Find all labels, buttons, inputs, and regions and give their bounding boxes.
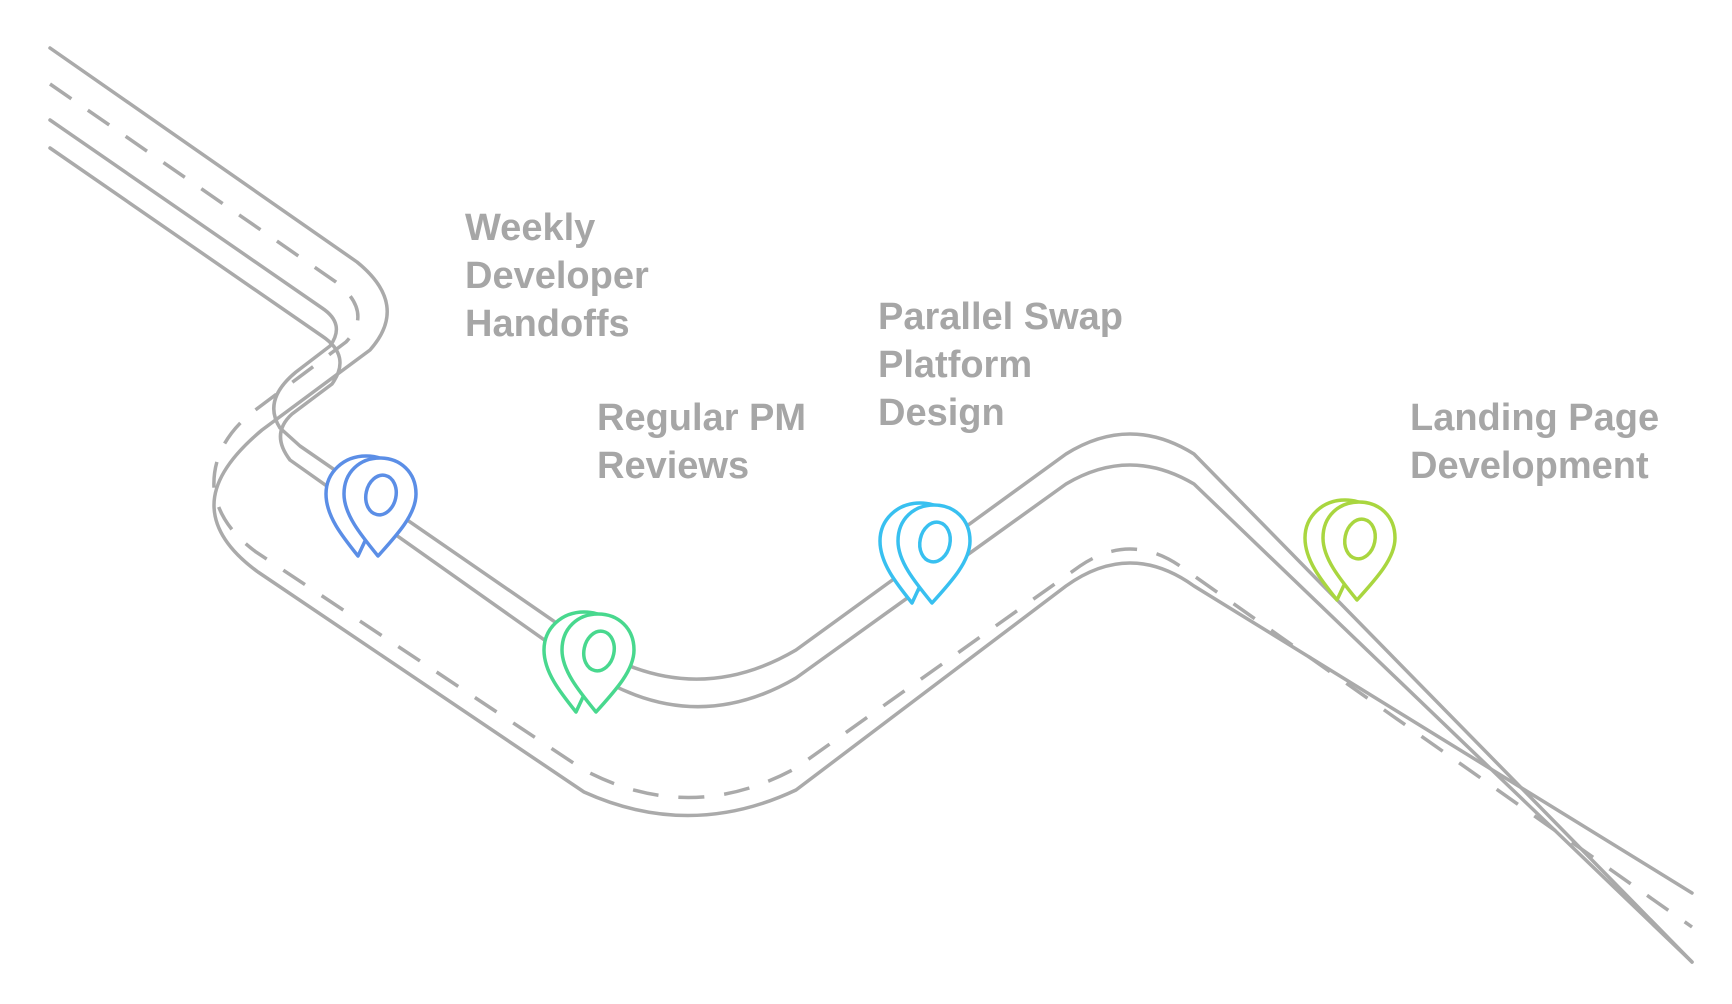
milestone-label-line: Regular PM	[597, 397, 807, 439]
milestone-label-line: Landing Page	[1410, 397, 1660, 439]
map-pin-icon	[324, 454, 418, 558]
map-pin-icon	[878, 501, 972, 605]
milestone-label-line: Platform	[878, 344, 1033, 386]
milestone-label-line: Development	[1410, 445, 1649, 487]
road-edge-top	[48, 46, 1694, 895]
road-dashes	[49, 82, 1694, 929]
map-pin-icon	[1303, 498, 1397, 602]
map-pin-icon	[542, 610, 636, 714]
milestone-label-line: Parallel Swap	[878, 296, 1124, 338]
milestone-label-line: Reviews	[597, 445, 750, 487]
milestone-label-line: Design	[878, 392, 1005, 434]
milestone-label-line: Handoffs	[465, 303, 630, 345]
road-edge-inner	[48, 118, 1694, 964]
milestone-label-line: Developer	[465, 255, 649, 297]
milestone-label-line: Weekly	[465, 207, 596, 249]
milestone-label: Regular PM Reviews	[597, 394, 806, 490]
road	[48, 46, 1694, 964]
road-edge-lower	[48, 146, 1694, 964]
